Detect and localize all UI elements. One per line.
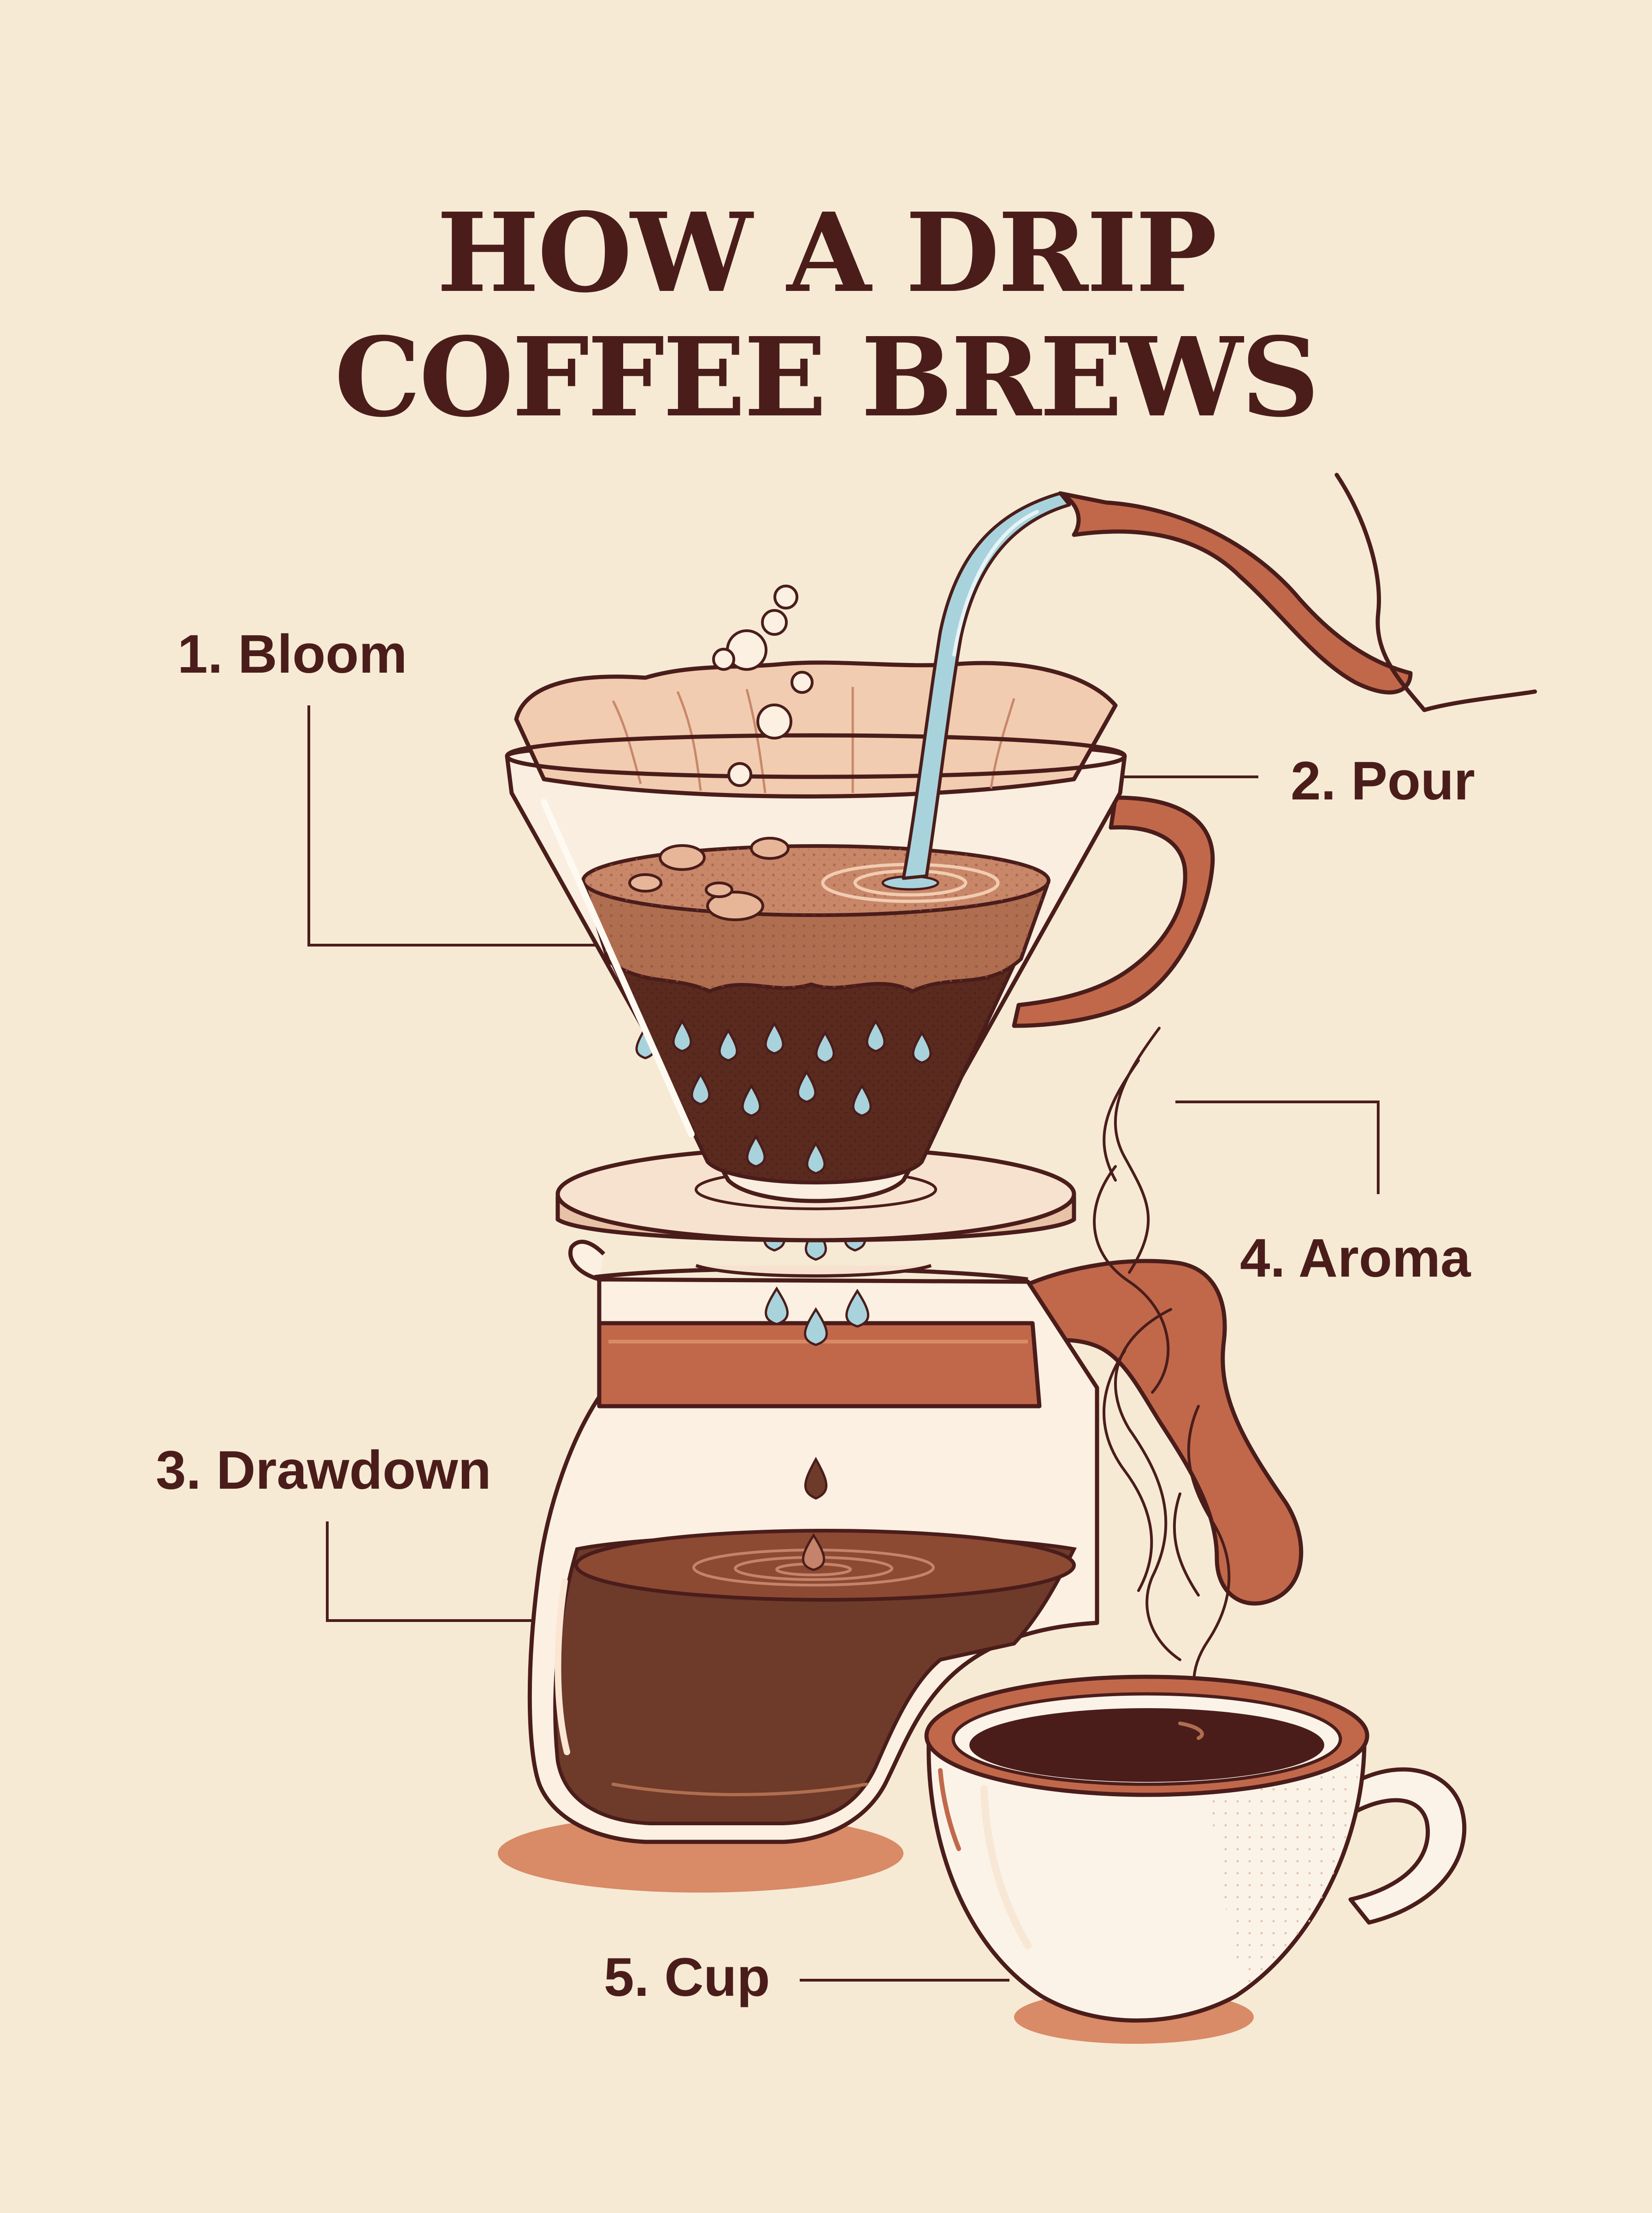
dripper-handle	[1012, 795, 1215, 1028]
title-line-2: COFFEE BREWS	[334, 313, 1319, 441]
drip-splash	[802, 1533, 826, 1571]
leader-lines	[307, 705, 1380, 1982]
label-drawdown: 3. Drawdown	[156, 1440, 491, 1501]
dripper-rim	[505, 733, 1127, 779]
label-bloom: 1. Bloom	[177, 624, 407, 685]
cup	[924, 1675, 1467, 2044]
label-pour: 2. Pour	[1291, 751, 1475, 811]
paper-filter	[514, 660, 1118, 799]
bloom-leader	[307, 705, 599, 947]
dripper	[505, 660, 1215, 1203]
falling-drop	[804, 1456, 828, 1500]
rising-bubbles	[712, 585, 814, 787]
drawdown-leader	[326, 1521, 539, 1622]
water-stream	[902, 491, 1071, 880]
water-droplets	[635, 1018, 932, 1175]
kettle-spout	[1058, 491, 1413, 695]
carafe-spout	[568, 1239, 606, 1282]
cup-handle	[1341, 1767, 1467, 1925]
kettle-body-outline	[1334, 473, 1427, 712]
label-aroma: 4. Aroma	[1240, 1228, 1471, 1289]
kettle	[902, 473, 1537, 880]
carafe-band	[597, 1321, 1042, 1408]
title-line-1: HOW A DRIP	[437, 189, 1217, 317]
label-cup: 5. Cup	[604, 1947, 770, 2008]
aroma-leader	[1175, 1101, 1380, 1194]
cup-coffee	[969, 1708, 1324, 1782]
foam-bubbles	[628, 837, 790, 921]
carafe-handle	[1021, 1259, 1304, 1606]
steam	[1093, 1027, 1231, 1721]
carafe	[498, 1239, 1304, 1893]
